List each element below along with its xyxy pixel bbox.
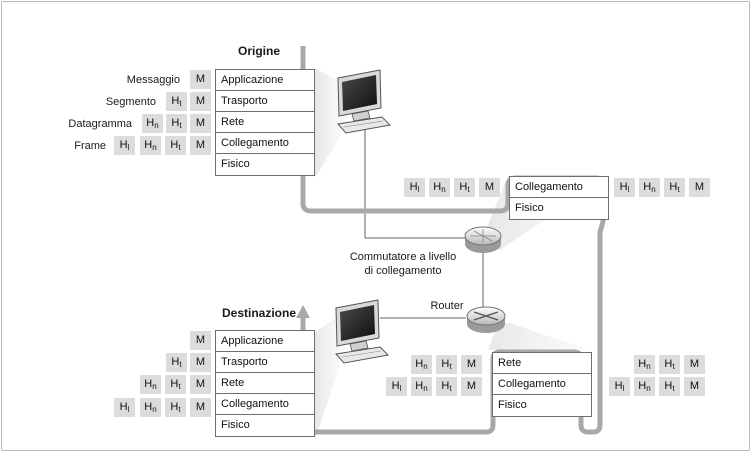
dest-layer-physical: Fisico (221, 419, 250, 431)
switch-label: Commutatore a livello di collegamento (338, 250, 468, 278)
origin-computer-icon (337, 69, 392, 134)
header-m: M (461, 355, 482, 374)
pdu-label-frame: Frame (74, 140, 106, 152)
header-hl: Hl (614, 178, 635, 197)
header-ht: Ht (166, 114, 187, 133)
header-m: M (689, 178, 710, 197)
switch-protocol-stack: Collegamento Fisico (509, 176, 609, 220)
origin-layer-link: Collegamento (216, 133, 314, 154)
header-m: M (461, 377, 482, 396)
header-ht: Ht (436, 377, 457, 396)
header-ht: Ht (664, 178, 685, 197)
header-m: M (190, 114, 211, 133)
origin-title: Origine (238, 44, 281, 58)
header-ht: Ht (436, 355, 457, 374)
header-m: M (190, 136, 211, 155)
header-m: M (479, 178, 500, 197)
pdu-label-message: Messaggio (126, 74, 180, 86)
header-ht: Ht (166, 353, 187, 372)
origin-layer-network: Rete (216, 112, 314, 133)
header-hn: Hn (634, 355, 655, 374)
header-hl: Hl (114, 398, 135, 417)
header-hn: Hn (142, 114, 163, 133)
dest-layer-application: Applicazione (216, 331, 314, 352)
header-ht: Ht (659, 377, 680, 396)
header-hn: Hn (639, 178, 660, 197)
switch-label-line1: Commutatore a livello (349, 251, 457, 263)
header-ht: Ht (165, 375, 186, 394)
router-device-icon (466, 306, 506, 333)
origin-protocol-stack: Applicazione Trasporto Rete Collegamento… (215, 69, 315, 176)
data-path-arrowhead (296, 305, 310, 318)
destination-computer-icon (335, 299, 390, 364)
header-m: M (190, 70, 211, 89)
header-hn: Hn (634, 377, 655, 396)
router-projection (488, 323, 590, 350)
header-hn: Hn (411, 377, 432, 396)
switch-layer-link: Collegamento (510, 177, 608, 198)
header-hn: Hn (140, 398, 161, 417)
switch-layer-physical: Fisico (515, 202, 544, 214)
header-hl: Hl (386, 377, 407, 396)
header-ht: Ht (454, 178, 475, 197)
dest-layer-link: Collegamento (216, 394, 314, 415)
router-layer-link: Collegamento (493, 374, 591, 395)
origin-layer-application: Applicazione (216, 70, 314, 91)
switch-device-icon (464, 226, 502, 253)
header-hn: Hn (411, 355, 432, 374)
header-hl: Hl (114, 136, 135, 155)
destination-protocol-stack: Applicazione Trasporto Rete Collegamento… (215, 330, 315, 437)
header-m: M (190, 92, 211, 111)
header-m: M (684, 377, 705, 396)
header-hl: Hl (609, 377, 630, 396)
pdu-label-segment: Segmento (105, 96, 156, 108)
header-ht: Ht (165, 136, 186, 155)
dest-layer-network: Rete (216, 373, 314, 394)
header-hn: Hn (429, 178, 450, 197)
header-hn: Hn (140, 136, 161, 155)
switch-label-line2: di collegamento (364, 265, 442, 277)
dest-layer-transport: Trasporto (216, 352, 314, 373)
header-m: M (190, 375, 211, 394)
header-m: M (190, 353, 211, 372)
destination-title: Destinazione (222, 306, 297, 320)
header-m: M (684, 355, 705, 374)
router-protocol-stack: Rete Collegamento Fisico (492, 352, 592, 417)
header-ht: Ht (166, 92, 187, 111)
header-ht: Ht (659, 355, 680, 374)
origin-layer-physical: Fisico (221, 158, 250, 170)
header-hn: Hn (140, 375, 161, 394)
router-label: Router (430, 300, 464, 312)
pdu-label-datagram: Datagramma (68, 118, 132, 130)
router-layer-physical: Fisico (498, 399, 527, 411)
header-m: M (190, 331, 211, 350)
origin-layer-transport: Trasporto (216, 91, 314, 112)
header-ht: Ht (165, 398, 186, 417)
header-m: M (190, 398, 211, 417)
header-hl: Hl (404, 178, 425, 197)
router-layer-network: Rete (493, 353, 591, 374)
